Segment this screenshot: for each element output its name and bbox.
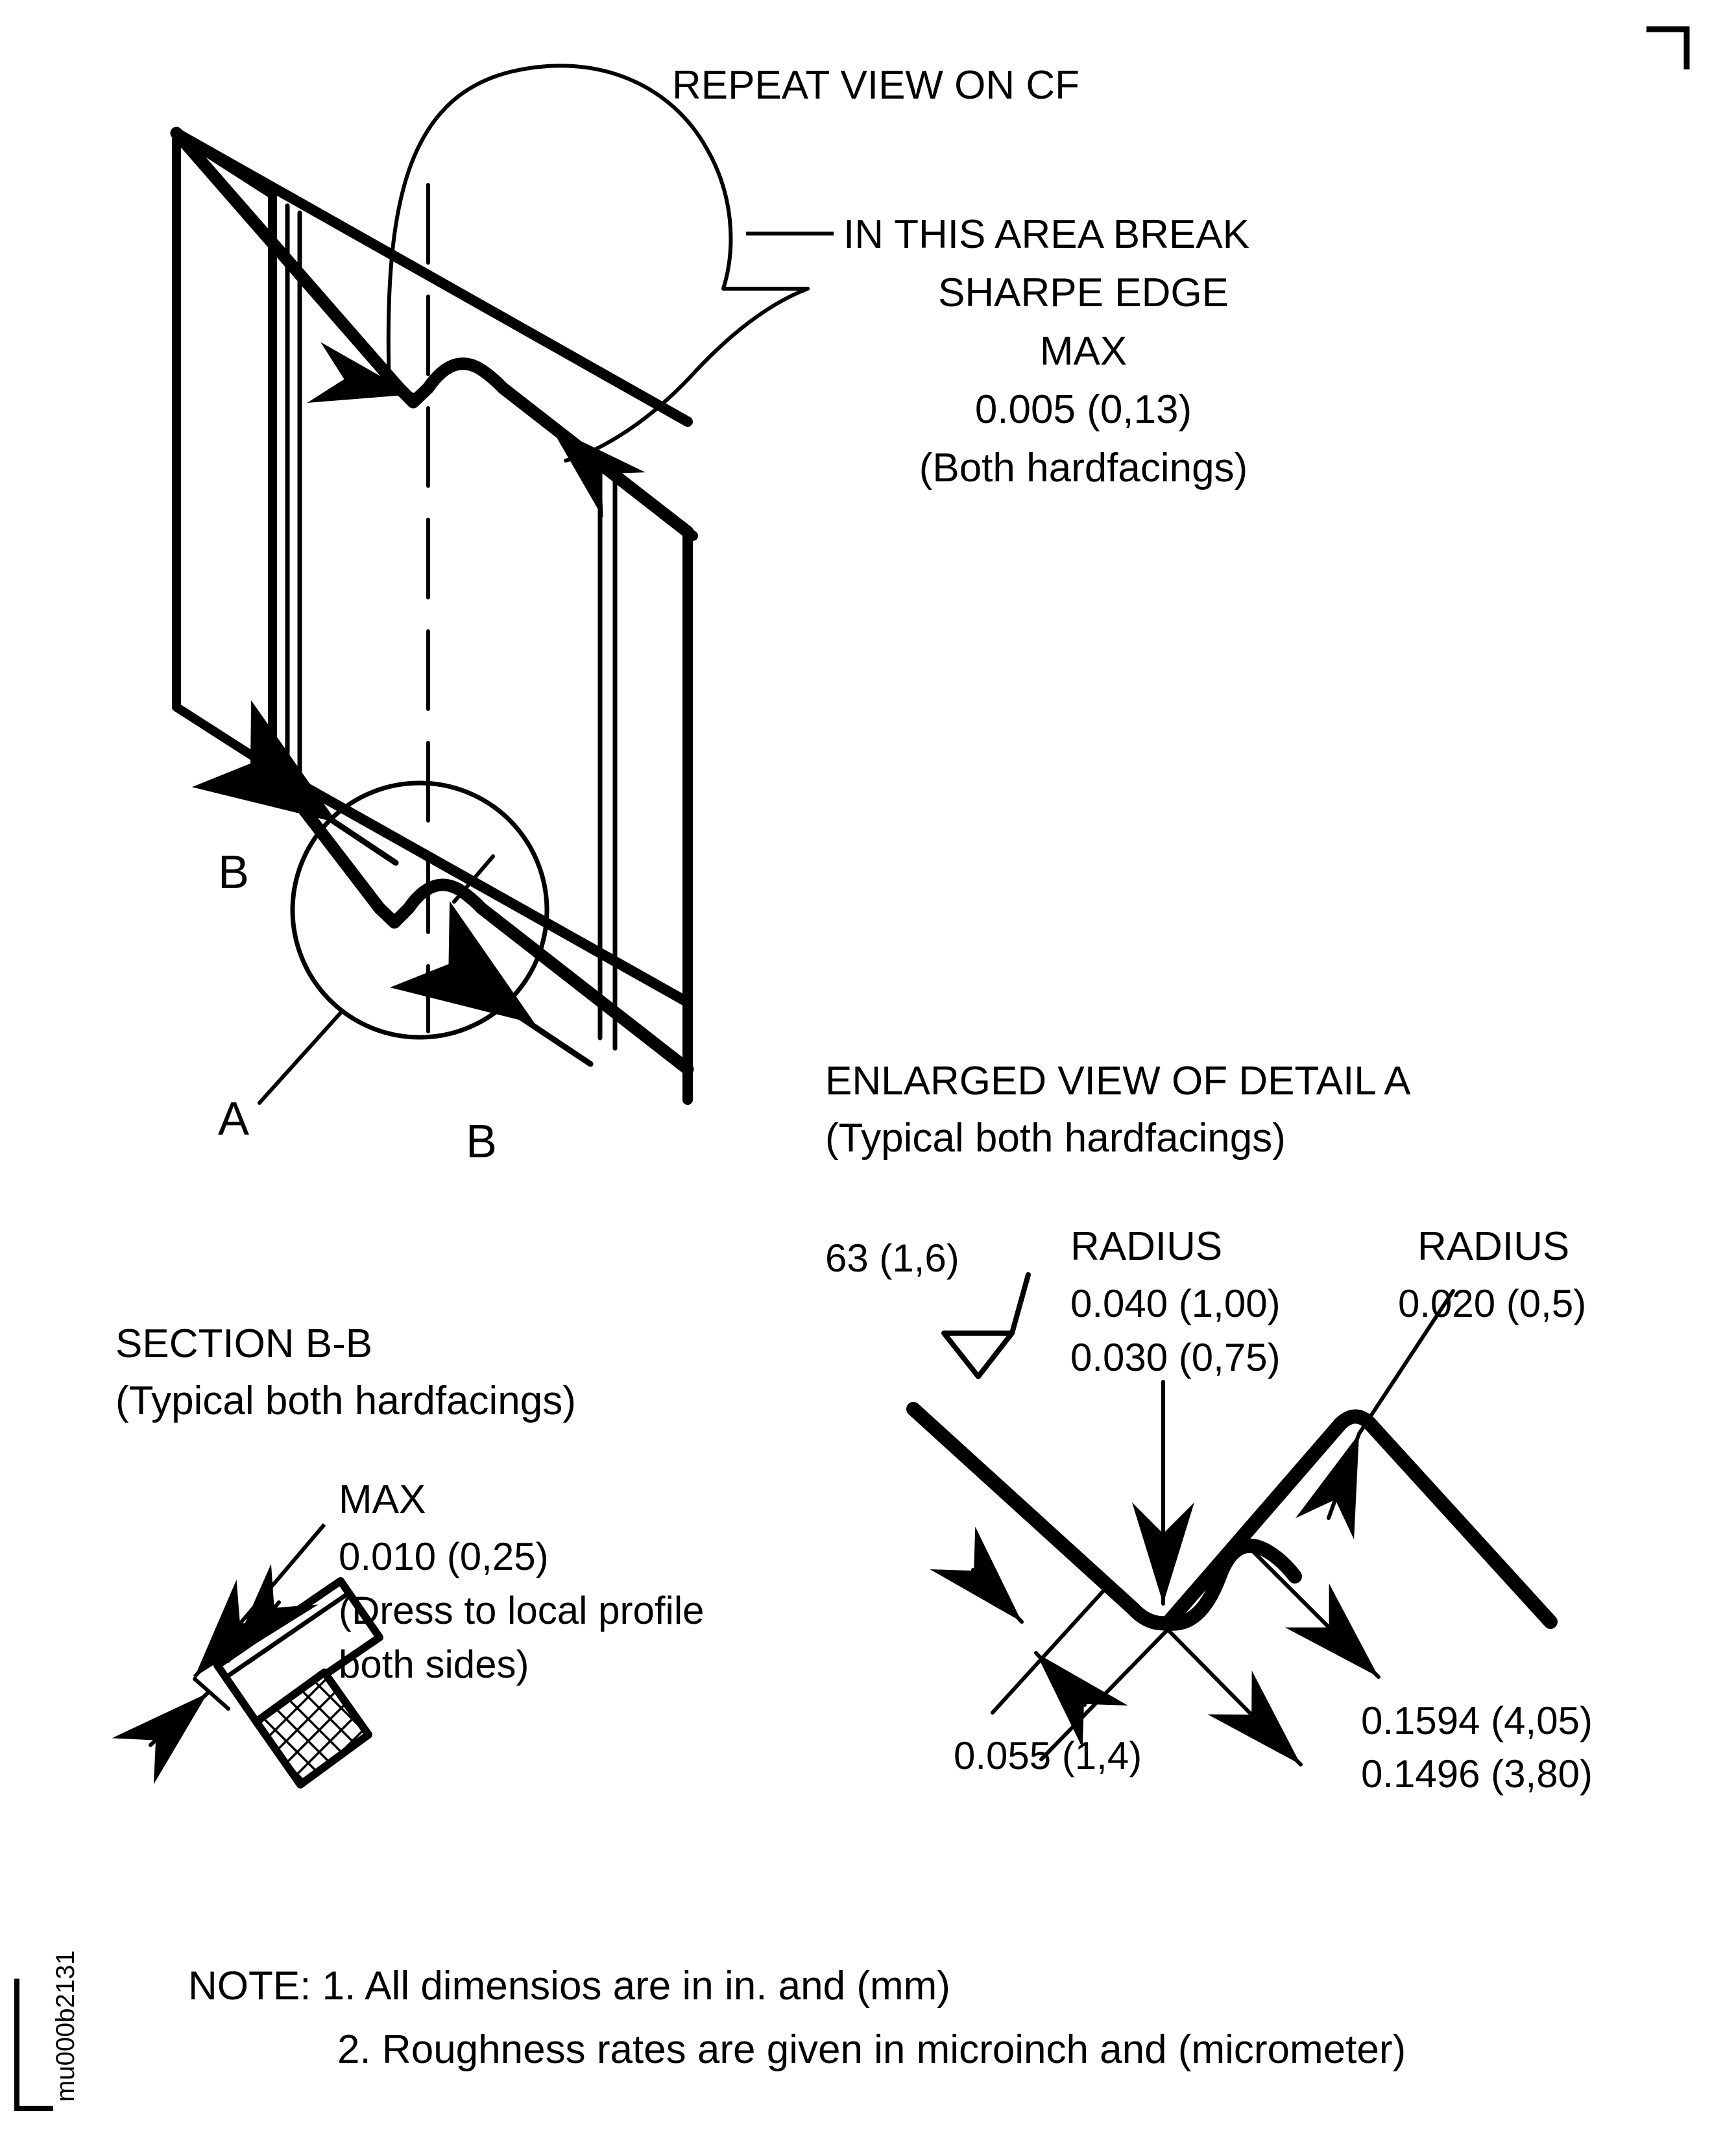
section-bb-note-line-1: (Dress to local profile	[339, 1589, 705, 1632]
radius-left-value-1: 0.040 (1,00)	[1070, 1282, 1281, 1325]
dim-right-value-2: 0.1496 (3,80)	[1361, 1752, 1593, 1796]
section-bb-title: SECTION B-B	[115, 1321, 373, 1366]
crop-mark-icon	[1646, 26, 1690, 69]
surface-finish-value: 63 (1,6)	[825, 1236, 959, 1280]
enlarged-detail-profile	[906, 1289, 1558, 1766]
page-title: REPEAT VIEW ON CF	[671, 63, 1080, 108]
break-edge-line-5: (Both hardfacings)	[919, 446, 1248, 490]
section-bb-subtitle: (Typical both hardfacings)	[115, 1379, 576, 1423]
break-edge-line-1: IN THIS AREA BREAK	[843, 212, 1249, 257]
radius-left-value-2: 0.030 (0,75)	[1070, 1336, 1281, 1379]
note-line-1: NOTE: 1. All dimensios are in in. and (m…	[188, 1964, 950, 2008]
section-arrow-lower-label: B	[466, 1116, 498, 1168]
section-bb-max-leader	[193, 1523, 326, 1678]
dim-left-value: 0.055 (1,4)	[954, 1734, 1142, 1778]
section-bb-max-label: MAX	[339, 1477, 426, 1522]
detail-circle-label: A	[218, 1093, 250, 1145]
figure-code-bracket	[14, 1979, 53, 2111]
dim-right-value-1: 0.1594 (4,05)	[1361, 1699, 1593, 1742]
isometric-plate-view	[170, 64, 810, 1105]
section-bb-max-value: 0.010 (0,25)	[339, 1535, 549, 1578]
radius-left-label: RADIUS	[1070, 1224, 1223, 1269]
section-bb-detail	[112, 1563, 383, 1789]
figure-code: mu000b2131	[51, 1950, 80, 2102]
note-line-2: 2. Roughness rates are given in microinc…	[337, 2027, 1406, 2072]
break-edge-line-2: SHARPE EDGE	[938, 271, 1229, 315]
break-edge-line-4: 0.005 (0,13)	[974, 387, 1192, 432]
section-bb-note-line-2: both sides)	[339, 1643, 529, 1686]
surface-finish-icon	[941, 1272, 1031, 1379]
break-edge-line-3: MAX	[1039, 329, 1127, 374]
section-arrow-upper-label: B	[218, 847, 250, 898]
enlarged-view-subtitle: (Typical both hardfacings)	[825, 1116, 1286, 1161]
radius-right-label: RADIUS	[1417, 1224, 1570, 1269]
enlarged-view-title: ENLARGED VIEW OF DETAIL A	[825, 1059, 1411, 1103]
radius-right-value: 0.020 (0,5)	[1398, 1282, 1587, 1325]
